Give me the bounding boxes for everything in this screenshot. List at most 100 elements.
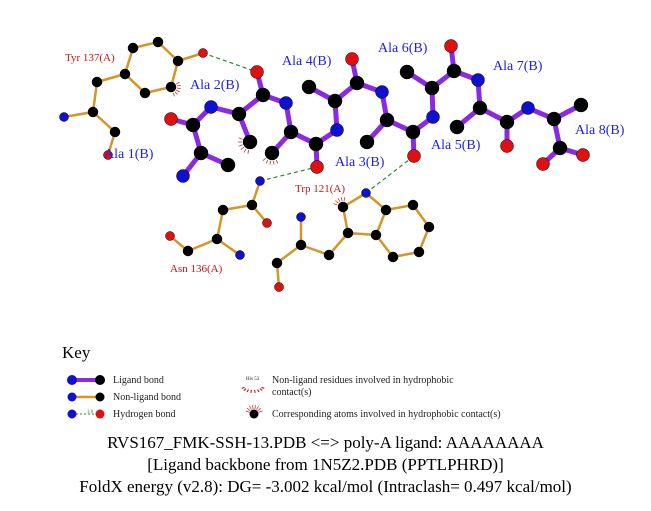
ligand-atom [405, 124, 421, 140]
residue-atom [198, 48, 208, 58]
ligand-atom [345, 52, 359, 66]
key-ligand-bond: Ligand bond [113, 375, 164, 386]
key-nonligand-bond: Non-ligand bond [113, 392, 182, 403]
ligand-atom [426, 110, 440, 124]
label-ala2: Ala 2(B) [190, 78, 240, 93]
ligand-atom [424, 80, 440, 96]
ligand-atom [471, 73, 485, 87]
ligand-atom [576, 148, 590, 162]
hydrogen-bond [202, 52, 258, 73]
hydrophobic-contact-marker [176, 87, 181, 90]
ligand-atom [546, 111, 562, 127]
key-hydrophobic-atom-ticks [252, 405, 254, 410]
ligand-atom [573, 97, 589, 113]
hydrogen-bond [259, 166, 318, 182]
residue-atom [413, 246, 425, 258]
residue-atom [87, 106, 99, 118]
key-hydrophobic-atoms: Corresponding atoms involved in hydropho… [272, 409, 501, 420]
residue-atom [387, 251, 399, 263]
ligand-atom [379, 112, 395, 128]
hydrophobic-contact-marker [343, 197, 346, 202]
ligand-atom [349, 75, 365, 91]
label-ala6: Ala 6(B) [378, 41, 428, 56]
residue-atom [296, 212, 306, 222]
ligand-atom [499, 114, 515, 130]
label-tyr137: Tyr 137(A) [65, 52, 115, 64]
residue-atom [91, 76, 103, 88]
ligand-atom [255, 87, 271, 103]
ligand-atom [250, 65, 264, 79]
hydrophobic-contact-marker [238, 137, 243, 140]
ligand-atom [231, 106, 247, 122]
ligand-atom [283, 124, 299, 140]
ligand-atom [444, 39, 458, 53]
ligand-atom [359, 134, 375, 150]
residue-atom [109, 126, 121, 138]
ligand-atom [552, 140, 568, 156]
key-hydrophobic-atom-ticks [258, 410, 263, 413]
key-hydrophobic-residue-icon [259, 388, 263, 391]
caption-line-1: RVS167_FMK-SSH-13.PDB <=> poly-A ligand:… [107, 433, 544, 452]
ligand-atom [521, 101, 535, 115]
residue-atom [217, 204, 229, 216]
label-ala7: Ala 7(B) [493, 59, 543, 74]
key-hydrophobic-residues: Non-ligand residues involved in hydropho… [272, 375, 454, 398]
label-ala1: Ala 1(B) [104, 147, 154, 162]
residue-atom [407, 199, 419, 211]
residue-atom [165, 231, 175, 241]
residue-atom [423, 221, 435, 233]
ligand-atom [327, 93, 343, 109]
residue-atom [59, 112, 69, 122]
hydrophobic-contact-marker [176, 84, 181, 87]
residue-atom [370, 229, 382, 241]
residue-atom [274, 282, 284, 292]
hydrophobic-contact-marker [340, 197, 343, 202]
key-hydrophobic-atom-ticks [249, 406, 252, 410]
hydrophobic-contact-marker [335, 200, 339, 204]
key-nitrogen-atom [67, 392, 77, 402]
caption-line-3: FoldX energy (v2.8): DG= -3.002 kcal/mol… [79, 477, 572, 496]
hydrophobic-contact-marker [243, 148, 247, 153]
residue-atom [295, 239, 307, 251]
key-hydrophobic-residue-icon [250, 389, 253, 393]
ligand-atom [449, 119, 465, 135]
hydrophobic-contact-marker [262, 157, 267, 162]
ligand-atom [399, 64, 415, 80]
key-hydrophobic-atom-ticks [257, 407, 262, 412]
hydrophobic-contact-marker [174, 91, 178, 95]
residue-atom [262, 218, 272, 228]
caption-line-2: [Ligand backbone from 1N5Z2.PDB (PPTLPHR… [147, 455, 504, 474]
residue-atom [103, 150, 113, 160]
hydrophobic-contact-marker [265, 159, 269, 164]
key-his53-example: His 53 [246, 377, 260, 382]
key-hbond-distance: 3.0 [87, 410, 94, 415]
key-nitrogen-atom [67, 375, 77, 385]
ligand-atom [264, 145, 280, 161]
key-hydrophobic-atom-ticks [254, 405, 256, 410]
key-carbon-atom [95, 375, 105, 385]
key-hydrophobic-atom-ticks [245, 410, 250, 413]
key-hydrophobic-residue-icon [253, 389, 256, 393]
label-ala5: Ala 5(B) [431, 138, 481, 153]
ligand-atom [185, 117, 201, 133]
ligand-atom [279, 96, 293, 110]
key-hydrophobic-atom-icon [249, 409, 259, 419]
label-ala3: Ala 3(B) [335, 155, 385, 170]
key-hydrophobic-residue-icon [246, 389, 250, 393]
residue-atom [211, 233, 223, 245]
hydrophobic-contact-marker [172, 92, 175, 97]
residue-atom [172, 55, 184, 67]
residue-atom [152, 36, 164, 48]
ligand-atom [446, 63, 462, 79]
ligand-atom [301, 79, 317, 95]
ligand-atom [308, 136, 324, 152]
ligand-atom [407, 149, 421, 163]
ligand-atom [193, 145, 209, 161]
residue-atom [182, 245, 194, 257]
hydrophobic-contact-marker [269, 160, 272, 165]
ligand-atom [242, 134, 258, 150]
key-carbon-atom [95, 392, 105, 402]
residue-atom [235, 250, 245, 260]
